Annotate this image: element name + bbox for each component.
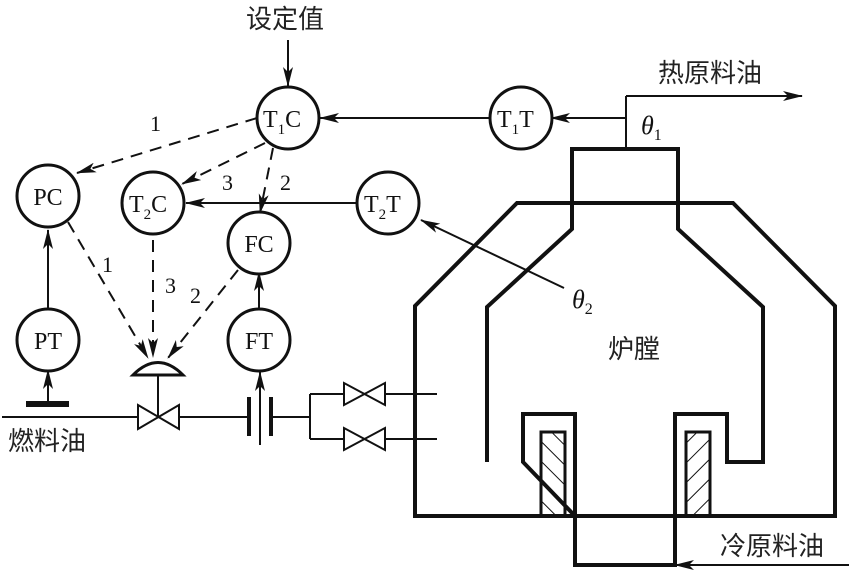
svg-text:T1T: T1T	[497, 107, 534, 138]
t1c-to-t2c	[181, 142, 266, 185]
svg-text:FT: FT	[245, 329, 273, 355]
signal-num: 1	[150, 111, 161, 136]
pressure-tap	[26, 401, 69, 407]
cold-feed-label: 冷原料油	[720, 532, 824, 562]
svg-text:FC: FC	[244, 232, 273, 258]
instrument-t2c[interactable]: T2C	[120, 170, 186, 236]
t1c-to-pc	[76, 117, 258, 174]
instrument-t1t[interactable]: T1T	[488, 85, 554, 151]
instrument-t2t[interactable]: T2T	[355, 170, 421, 236]
cold-feed-pipe	[573, 516, 677, 567]
signal-num: 2	[280, 170, 291, 195]
svg-text:T2T: T2T	[364, 192, 401, 223]
instrument-pc[interactable]: PC	[15, 163, 81, 229]
hot-feed-outlet: 热原料油 θ1	[625, 59, 803, 149]
furnace: 冷原料油	[413, 147, 849, 570]
signal-num: 3	[222, 170, 233, 195]
valve-actuator[interactable]	[129, 361, 187, 377]
control-valve[interactable]	[137, 403, 180, 431]
burner-left	[539, 430, 567, 518]
hot-feed-label: 热原料油	[658, 59, 762, 89]
furnace-label: 炉膛	[608, 335, 660, 365]
fuel-line: 燃料油	[2, 361, 437, 457]
measurement-signals: 设定值 θ2	[43, 5, 626, 445]
instrument-pt[interactable]: PT	[15, 307, 81, 373]
burner-valve-lower[interactable]	[343, 426, 386, 452]
theta2-label: θ2	[572, 285, 593, 318]
svg-text:PC: PC	[33, 185, 62, 211]
signal-num: 3	[165, 273, 176, 298]
fuel-oil-label: 燃料油	[8, 427, 86, 457]
svg-text:T2C: T2C	[129, 192, 167, 223]
signal-num: 1	[102, 252, 113, 277]
theta2-to-t2t	[420, 219, 565, 289]
theta1-label: θ1	[641, 111, 662, 144]
burner-right	[684, 430, 712, 518]
svg-text:PT: PT	[34, 329, 62, 355]
furnace-outer-wall	[413, 201, 837, 518]
pc-to-valve	[67, 221, 149, 359]
setpoint-label: 设定值	[246, 5, 324, 35]
svg-text:T1C: T1C	[263, 107, 301, 138]
control-signals: 1 3 2 1 3 2	[67, 111, 291, 359]
t1c-to-fc	[258, 147, 274, 214]
instrument-ft[interactable]: FT	[226, 307, 292, 373]
signal-num: 2	[190, 283, 201, 308]
burner-valve-upper[interactable]	[343, 381, 386, 407]
instrument-fc[interactable]: FC	[226, 210, 292, 276]
instrument-t1c[interactable]: T1C	[255, 85, 321, 151]
